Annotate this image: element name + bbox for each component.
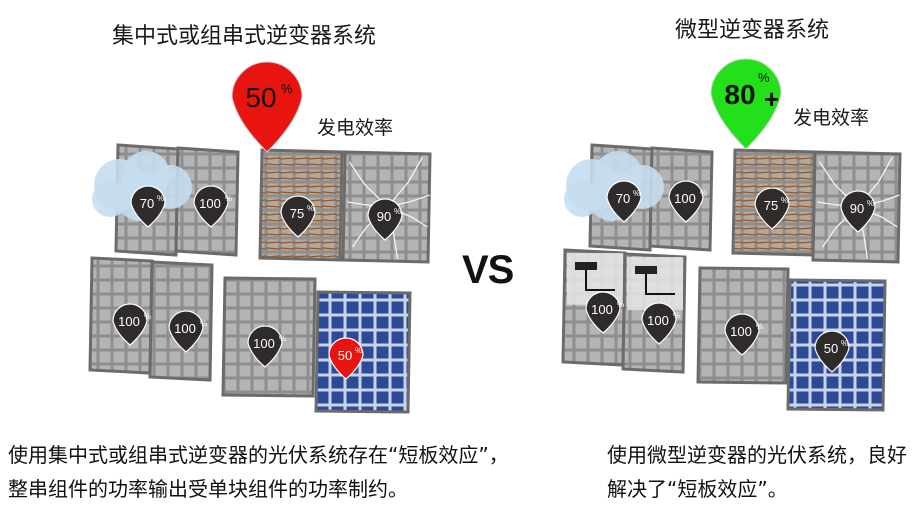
right-title: 微型逆变器系统: [675, 18, 830, 43]
left-title: 集中式或组串式逆变器系统: [112, 24, 377, 49]
svg-text:%: %: [281, 81, 293, 96]
efficiency-badge: 90%: [840, 190, 876, 233]
badge-value: 90: [377, 209, 391, 224]
badge-value: 100: [591, 302, 613, 317]
right-efficiency-label: 发电效率: [793, 107, 870, 129]
vs-label: VS: [462, 248, 514, 292]
badge-value: 100: [118, 314, 140, 329]
pin-value: 80: [724, 79, 755, 110]
efficiency-badge: 70%: [130, 185, 166, 228]
svg-text:+: +: [764, 84, 779, 114]
badge-value: 75: [764, 198, 778, 213]
badge-value: 90: [850, 201, 864, 216]
svg-text:%: %: [307, 204, 314, 213]
left-panel-array: 70%100%75%90%100%100%100%50%: [88, 143, 432, 414]
svg-text:%: %: [756, 322, 763, 331]
efficiency-badge: 100%: [585, 291, 624, 334]
svg-text:%: %: [225, 194, 232, 203]
badge-value: 50: [338, 348, 352, 363]
efficiency-badge: 50%: [814, 330, 850, 373]
badge-value: 100: [199, 196, 221, 211]
efficiency-badge: 100%: [168, 310, 207, 353]
svg-text:%: %: [617, 300, 624, 309]
efficiency-badge: 70%: [606, 180, 642, 223]
svg-text:%: %: [144, 312, 151, 321]
badge-value: 70: [140, 196, 154, 211]
efficiency-badge: 90%: [367, 198, 403, 241]
efficiency-badge: 100%: [641, 302, 680, 345]
micro-inverter-icon: [635, 266, 675, 295]
svg-text:%: %: [758, 70, 770, 85]
svg-text:%: %: [279, 334, 286, 343]
badge-value: 75: [290, 206, 304, 221]
right-efficiency-pin: 80%+: [710, 58, 782, 150]
left-caption: 使用集中式或组串式逆变器的光伏系统存在“短板效应”，整串组件的功率输出受单块组件…: [8, 443, 509, 501]
badge-value: 70: [616, 191, 630, 206]
svg-text:%: %: [157, 194, 164, 203]
efficiency-badge: 100%: [724, 313, 763, 356]
svg-text:%: %: [394, 207, 401, 216]
badge-value: 100: [253, 336, 275, 351]
badge-value: 50: [824, 341, 838, 356]
efficiency-badge: 100%: [247, 325, 286, 368]
efficiency-badge: 100%: [112, 303, 151, 346]
badge-value: 100: [174, 321, 196, 336]
svg-text:%: %: [633, 189, 640, 198]
cloud-icon: [564, 151, 664, 221]
efficiency-badge: 100%: [668, 180, 707, 223]
efficiency-badge: 75%: [754, 187, 790, 230]
efficiency-badge: 50%: [328, 337, 364, 380]
svg-text:%: %: [355, 346, 362, 355]
efficiency-pins: 50%80%+: [231, 58, 782, 153]
svg-text:%: %: [781, 196, 788, 205]
micro-inverter-icon: [575, 262, 615, 291]
left-efficiency-label: 发电效率: [317, 117, 394, 139]
badge-value: 100: [674, 191, 696, 206]
badge-value: 100: [647, 313, 669, 328]
right-panel-array: 70%100%75%90%100%100%100%50%: [561, 143, 902, 412]
badge-value: 100: [730, 324, 752, 339]
efficiency-badge: 100%: [193, 185, 232, 228]
svg-text:%: %: [841, 339, 848, 348]
svg-text:%: %: [200, 319, 207, 328]
pin-value: 50: [245, 82, 276, 113]
right-caption: 使用微型逆变器的光伏系统，良好解决了“短板效应”。: [607, 443, 907, 501]
svg-text:%: %: [867, 199, 874, 208]
svg-text:%: %: [673, 311, 680, 320]
efficiency-badge: 75%: [280, 195, 316, 238]
svg-text:%: %: [700, 189, 707, 198]
left-efficiency-pin: 50%: [231, 61, 303, 153]
